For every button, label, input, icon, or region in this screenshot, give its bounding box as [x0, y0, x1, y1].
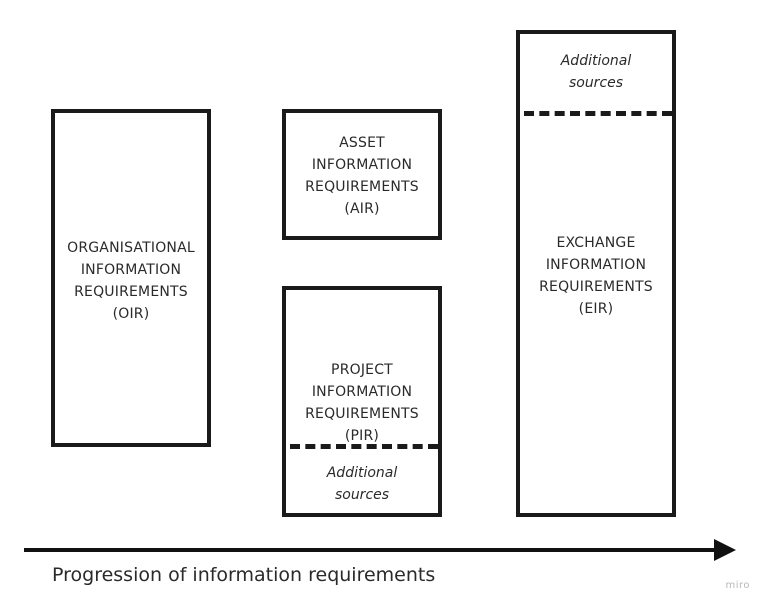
- pir-dashed-divider: [290, 444, 438, 449]
- eir-box: Additional sources EXCHANGE INFORMATION …: [516, 30, 676, 517]
- eir-note-line-1: Additional: [560, 53, 632, 69]
- eir-line-4: (EIR): [578, 301, 614, 317]
- air-line-1: ASSET: [339, 135, 385, 151]
- progression-arrow: [24, 539, 736, 561]
- eir-dashed-divider: [524, 111, 672, 116]
- air-line-3: REQUIREMENTS: [305, 179, 419, 195]
- progression-label: Progression of information requirements: [52, 564, 436, 586]
- air-line-4: (AIR): [344, 201, 380, 217]
- eir-note-line-2: sources: [568, 75, 624, 91]
- pir-line-2: INFORMATION: [311, 384, 413, 400]
- pir-note-line-1: Additional: [326, 465, 398, 481]
- oir-box: ORGANISATIONAL INFORMATION REQUIREMENTS …: [51, 109, 211, 447]
- eir-line-1: EXCHANGE: [556, 235, 636, 251]
- eir-line-2: INFORMATION: [545, 257, 647, 273]
- pir-line-3: REQUIREMENTS: [305, 406, 419, 422]
- oir-line-1: ORGANISATIONAL: [67, 240, 195, 256]
- oir-line-2: INFORMATION: [80, 262, 182, 278]
- miro-watermark: miro: [725, 580, 750, 591]
- pir-line-4: (PIR): [344, 428, 380, 444]
- arrow-head-icon: [714, 539, 736, 561]
- oir-label: ORGANISATIONAL INFORMATION REQUIREMENTS …: [55, 237, 207, 325]
- air-label: ASSET INFORMATION REQUIREMENTS (AIR): [286, 132, 438, 220]
- air-line-2: INFORMATION: [311, 157, 413, 173]
- pir-box: PROJECT INFORMATION REQUIREMENTS (PIR) A…: [282, 286, 442, 517]
- eir-line-3: REQUIREMENTS: [539, 279, 653, 295]
- oir-line-4: (OIR): [112, 306, 150, 322]
- pir-line-1: PROJECT: [331, 362, 393, 378]
- oir-line-3: REQUIREMENTS: [74, 284, 188, 300]
- air-box: ASSET INFORMATION REQUIREMENTS (AIR): [282, 109, 442, 240]
- pir-additional-sources: Additional sources: [286, 462, 438, 506]
- eir-label: EXCHANGE INFORMATION REQUIREMENTS (EIR): [520, 232, 672, 320]
- pir-note-line-2: sources: [334, 487, 390, 503]
- eir-additional-sources: Additional sources: [520, 50, 672, 94]
- pir-label: PROJECT INFORMATION REQUIREMENTS (PIR): [286, 359, 438, 447]
